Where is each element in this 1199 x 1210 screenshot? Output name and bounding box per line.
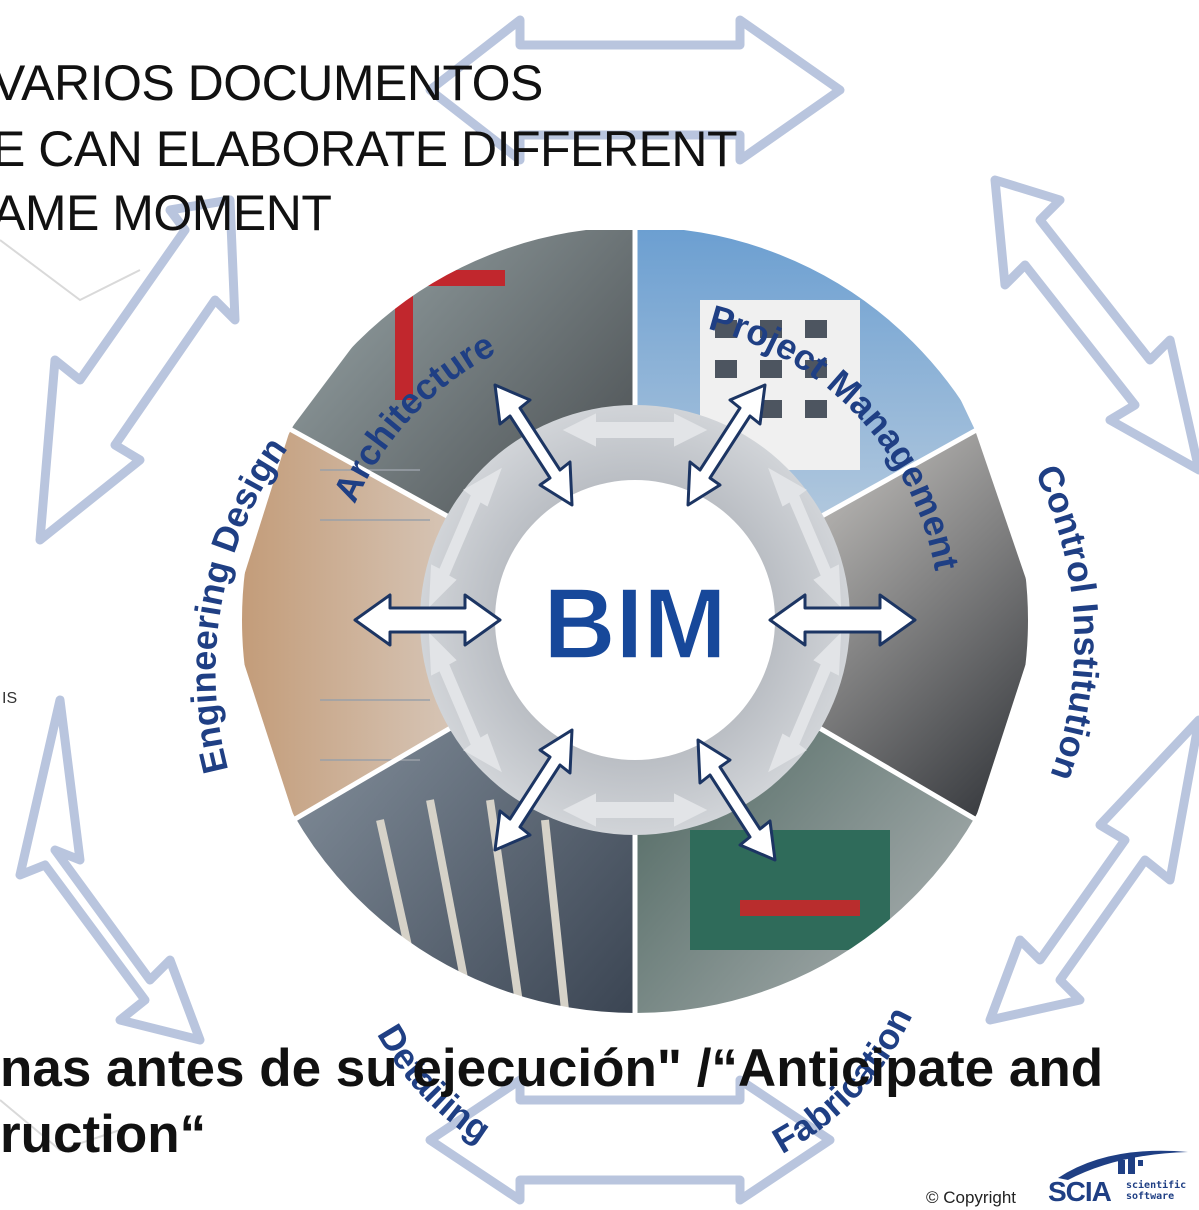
scia-logo-word: SCIA <box>1048 1176 1112 1207</box>
arrow-architecture <box>493 383 574 507</box>
ring-arrow <box>562 793 708 827</box>
outer-arrow-upper-left <box>35 195 240 545</box>
ring-arrow <box>428 467 502 608</box>
outer-arrow-upper-right <box>990 175 1199 475</box>
scia-logo: SCIA scientific software <box>1048 1140 1193 1206</box>
heading-line-3: AME MOMENT <box>0 185 332 241</box>
bottom-line-2: ruction“ <box>0 1105 207 1164</box>
ring-arrow <box>562 413 708 447</box>
arrow-project-management <box>686 383 767 507</box>
ring-arrow <box>768 467 842 608</box>
label-control-institution: Control Institution <box>1027 458 1107 786</box>
sketch-line <box>0 1099 121 1152</box>
bottom-line-1: nas antes de su ejecución" /“Anticipate … <box>0 1039 1104 1098</box>
copyright-text: © Copyright <box>926 1188 1017 1207</box>
fabrication-machine <box>690 830 890 950</box>
heading-line-1: VARIOS DOCUMENTOS <box>0 55 543 111</box>
scia-logo-tagline: scientific software <box>1126 1180 1187 1202</box>
scia-logo-swoosh-icon <box>1058 1150 1188 1180</box>
bim-center-disc <box>495 480 775 760</box>
outer-arrow-lower-left <box>15 695 205 1045</box>
arrow-fabrication <box>696 738 777 862</box>
arrow-detailing <box>493 728 574 852</box>
arrow-engineering-design <box>353 593 502 647</box>
outer-arrow-top <box>425 15 845 165</box>
bim-center-label: BIM <box>543 568 726 680</box>
sketch-line <box>0 239 141 302</box>
fabrication-machine-red <box>740 900 860 916</box>
outer-arrow-bottom <box>425 1075 835 1205</box>
ring-arrow <box>428 632 502 773</box>
arrow-control-institution <box>768 593 917 647</box>
stray-text: IS <box>2 690 18 707</box>
svg-text:Control Institution: Control Institution <box>1027 458 1107 786</box>
outer-arrow-lower-right <box>985 715 1199 1025</box>
ring-arrow <box>768 632 842 773</box>
heading-line-2: E CAN ELABORATE DIFFERENT <box>0 121 738 177</box>
